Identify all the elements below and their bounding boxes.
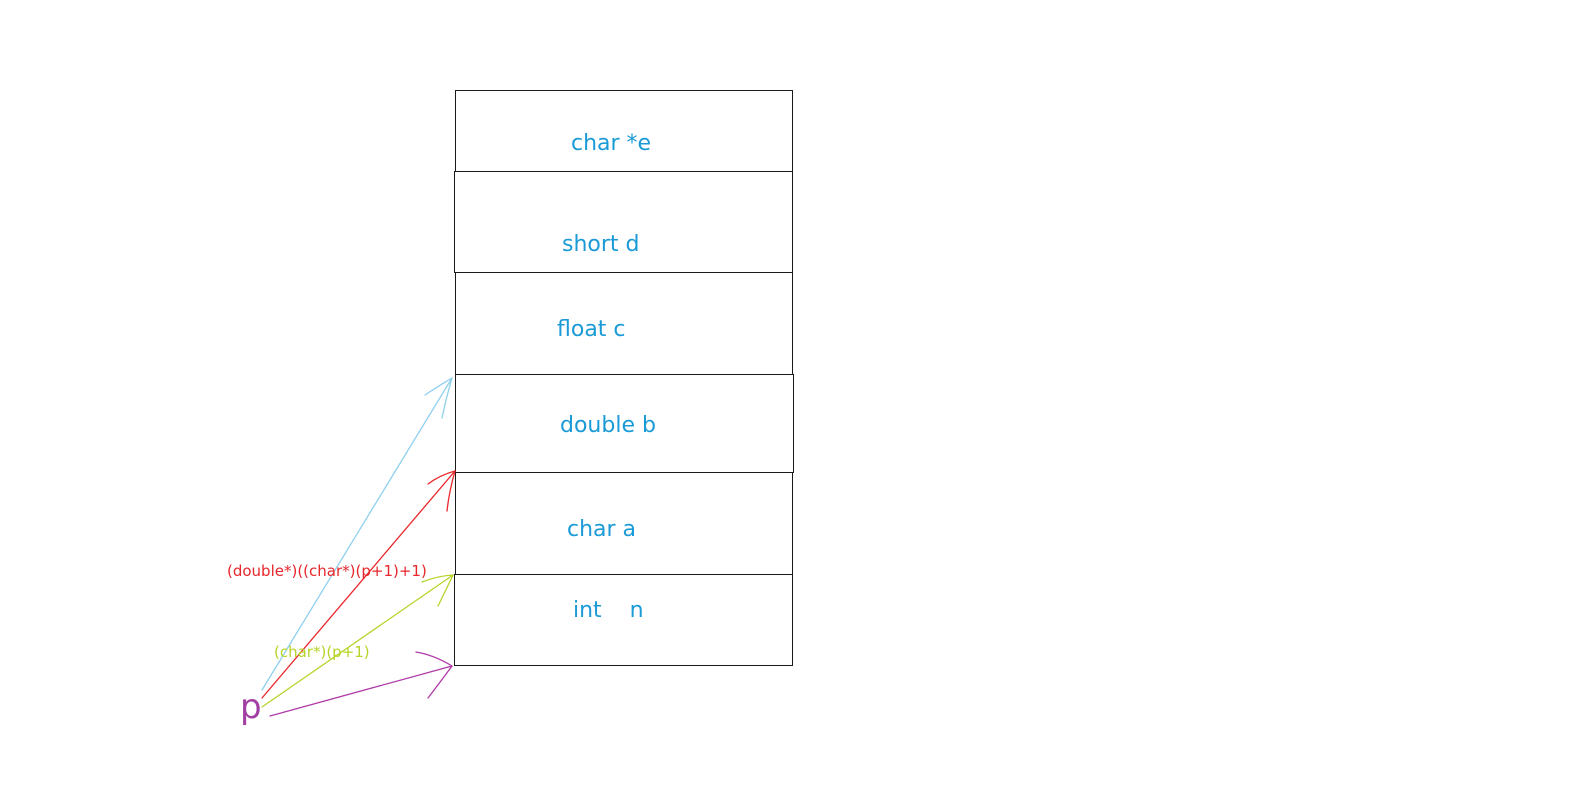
- memory-cell-c: float c: [455, 272, 793, 375]
- cell-label-a: char a: [567, 517, 637, 542]
- cell-label-d: short d: [562, 232, 640, 257]
- cell-label-n: int n: [573, 598, 644, 623]
- blue-arrow: [261, 377, 453, 691]
- memory-cell-b: double b: [455, 374, 794, 473]
- purple-arrow: [269, 651, 453, 717]
- pointer-label-p: p: [240, 687, 262, 727]
- cell-label-b: double b: [560, 413, 656, 438]
- annotation-red: (double*)((char*)(p+1)+1): [227, 562, 427, 580]
- cell-label-c: float c: [557, 317, 626, 342]
- memory-cell-n: int n: [454, 574, 793, 666]
- memory-cell-a: char a: [455, 472, 793, 575]
- memory-cell-d: short d: [454, 171, 793, 273]
- memory-cell-e: char *e: [455, 90, 793, 172]
- red-arrow: [261, 470, 456, 699]
- cell-label-e: char *e: [571, 131, 652, 156]
- green-arrow: [261, 574, 454, 708]
- annotation-green: (char*)(p+1): [274, 643, 370, 661]
